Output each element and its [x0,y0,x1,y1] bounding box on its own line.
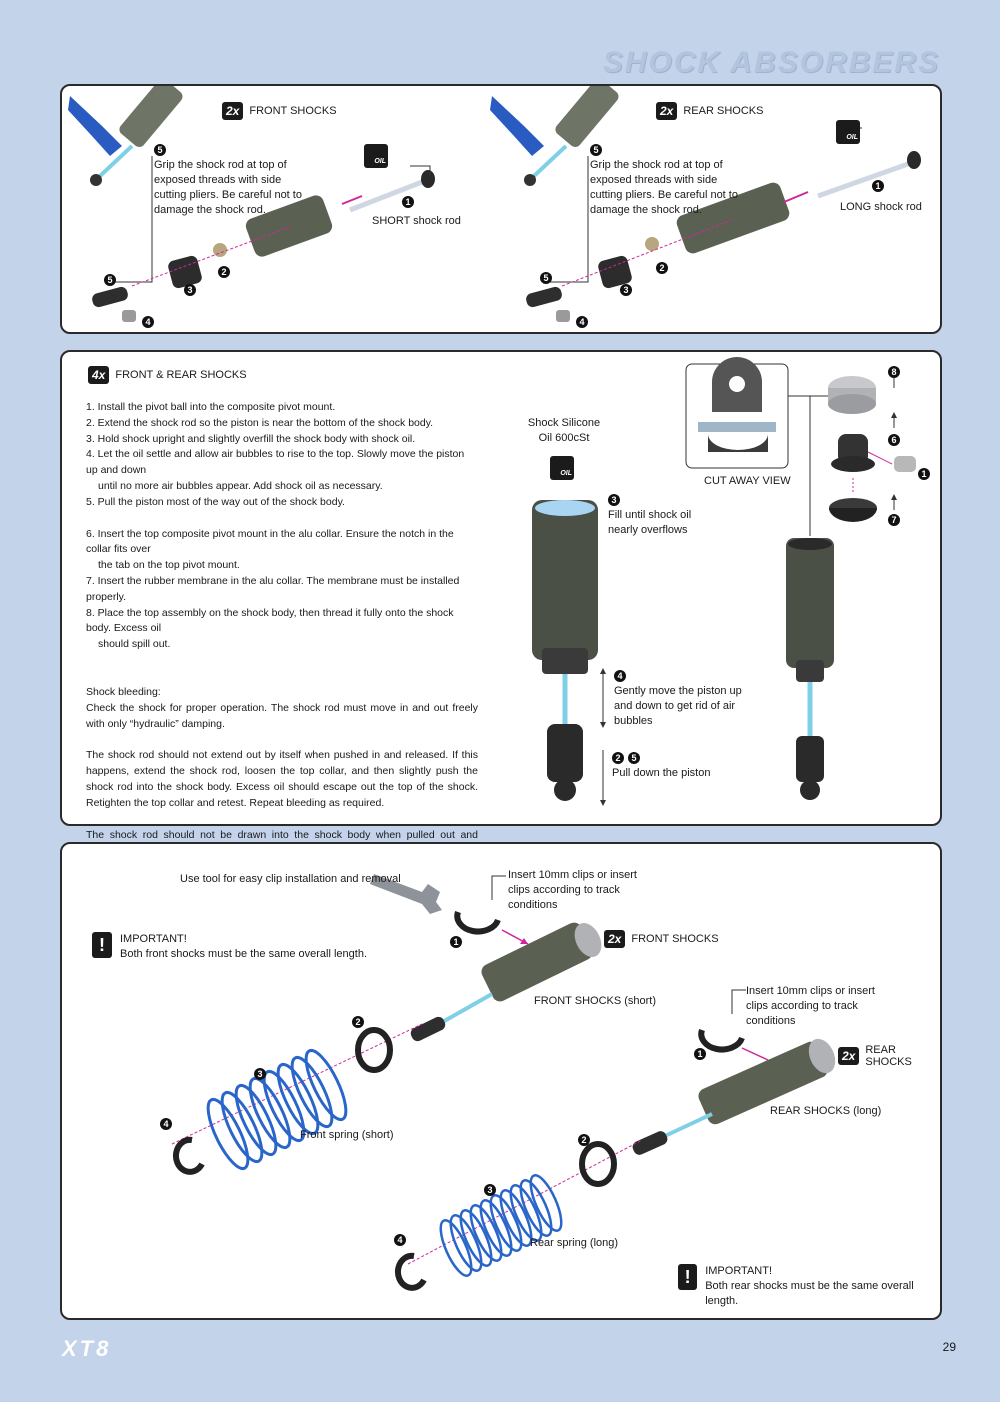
rear-shocks-title: REAR SHOCKS [865,1044,912,1068]
front-rear-badge: 4x FRONT & REAR SHOCKS [88,366,247,384]
important-front: ! IMPORTANT! Both front shocks must be t… [92,932,367,962]
front-short-label: FRONT SHOCKS (short) [534,995,657,1007]
shock-rod-illustration [68,86,921,322]
bleeding-text: The shock rod should not extend out by i… [86,749,478,809]
step-3-marker: 3 [254,1068,266,1080]
step-3-marker: 3 [184,284,196,296]
qty-badge: 2x [656,102,678,120]
step-1-marker: 1 [450,936,462,948]
step-text: 5. Pull the piston most of the way out o… [86,495,345,508]
step-2-marker: 2 [218,266,230,278]
grip-note-rear: Grip the shock rod at top of exposed thr… [590,159,738,216]
rear-spring-label: Rear spring (long) [530,1237,619,1249]
front-shocks-badge: 2x FRONT SHOCKS [604,930,719,948]
qty-badge: 4x [88,366,110,384]
panel-shock-rod: 2x FRONT SHOCKS 5 Grip the shock rod at … [60,84,942,334]
step-2-marker: 2 [578,1134,590,1146]
step-4-marker: 4 [614,670,626,682]
step-4-marker: 4 [160,1118,172,1130]
oil-icon: OIL [364,144,388,168]
rear-shocks-title: REAR SHOCKS [683,105,764,117]
important-text: Both front shocks must be the same overa… [120,948,368,960]
step-7-marker: 7 [888,514,900,526]
step-text: 6. Insert the top composite pivot mount … [86,527,454,556]
front-shocks-title: FRONT SHOCKS [249,105,337,117]
qty-badge: 2x [838,1047,860,1065]
qty-badge: 2x [604,930,626,948]
step-4-marker: 4 [576,316,588,328]
warning-icon: ! [92,932,112,958]
step-5-marker: 5 [628,752,640,764]
step-1-marker: 1 [402,196,414,208]
tool-note: Use tool for easy clip installation and … [180,873,401,885]
step-3-marker: 3 [620,284,632,296]
oil-label: Shock Silicone Oil 600cSt [527,417,601,444]
front-spring [206,1048,348,1171]
pull-label: Pull down the piston [612,767,711,779]
rear-shocks-badge: 2x REAR SHOCKS [656,102,763,120]
clips-note-front: Insert 10mm clips or insert clips accord… [508,869,637,911]
clips-note-rear: Insert 10mm clips or insert clips accord… [746,985,875,1027]
important-text: Both rear shocks must be the same overal… [705,1280,914,1307]
spring-illustration [171,874,836,1291]
step-5-marker: 5 [154,144,166,156]
step-1-marker: 1 [694,1048,706,1060]
step-1-marker: 1 [872,180,884,192]
step-2-marker: 2 [352,1016,364,1028]
step-4-marker: 4 [142,316,154,328]
oil-icon: OIL [550,456,574,480]
important-title: IMPORTANT! [120,933,187,945]
step-text: 7. Insert the rubber membrane in the alu… [86,574,460,603]
move-label: Gently move the piston up and down to ge… [614,685,742,727]
qty-badge: 2x [222,102,244,120]
front-rear-title: FRONT & REAR SHOCKS [115,369,247,381]
page-title: SHOCK ABSORBERS [602,46,940,79]
grip-note-front: Grip the shock rod at top of exposed thr… [154,159,302,216]
bleeding-title: Shock bleeding: [86,685,161,698]
bleeding-text: Check the shock for proper operation. Th… [86,701,478,730]
step-5-marker: 5 [540,272,552,284]
fill-label: Fill until shock oil nearly overflows [608,509,692,536]
cutaway-label: CUT AWAY VIEW [704,475,791,487]
panel-springs: Use tool for easy clip installation and … [60,842,942,1320]
step-3-marker: 3 [608,494,620,506]
step-text: until no more air bubbles appear. Add sh… [98,479,383,492]
step-5-marker: 5 [590,144,602,156]
front-shocks-badge: 2x FRONT SHOCKS [222,102,337,120]
step-4-marker: 4 [394,1234,406,1246]
page-number: 29 [942,1340,956,1354]
rear-spring [439,1174,563,1277]
step-text: 1. Install the pivot ball into the compo… [86,401,336,413]
step-8-marker: 8 [888,366,900,378]
step-text: 3. Hold shock upright and slightly overf… [86,432,416,445]
rear-long-label: REAR SHOCKS (long) [770,1105,882,1117]
important-title: IMPORTANT! [705,1265,773,1277]
front-shocks-title: FRONT SHOCKS [631,933,719,945]
step-text: should spill out. [98,638,171,651]
fill-illustration [532,357,916,806]
rear-shocks-badge: 2x REAR SHOCKS [838,1044,940,1068]
step-5-marker: 5 [104,274,116,286]
xt8-logo: XT8 [62,1336,112,1361]
panel-fill-shocks: 4x FRONT & REAR SHOCKS 1. Install the pi… [60,350,942,888]
warning-icon: ! [678,1264,698,1290]
step-1-marker: 1 [918,468,930,480]
step-text: 2. Extend the shock rod so the piston is… [86,416,434,429]
step-2-marker: 2 [656,262,668,274]
oil-icon: OIL [836,120,860,144]
front-spring-label: Front spring (short) [300,1129,394,1141]
step-text: 4. Let the oil settle and allow air bubb… [86,448,465,477]
step-text: the tab on the top pivot mount. [98,559,240,572]
long-rod-label: LONG shock rod [840,201,922,213]
step-3-marker: 3 [484,1184,496,1196]
step-text: 8. Place the top assembly on the shock b… [86,606,454,635]
important-rear: ! IMPORTANT! Both rear shocks must be th… [678,1264,940,1309]
step-2-marker: 2 [612,752,624,764]
step-6-marker: 6 [888,434,900,446]
short-rod-label: SHORT shock rod [372,215,461,227]
